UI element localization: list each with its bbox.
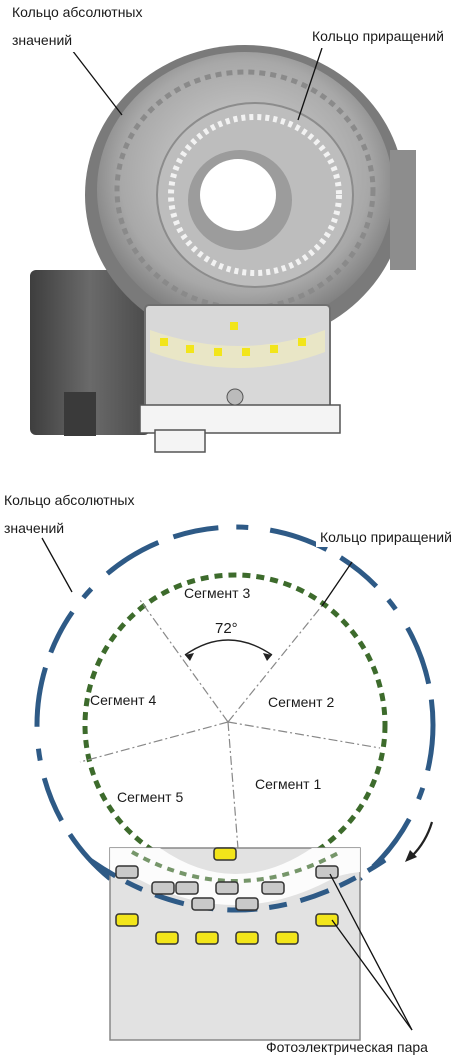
angle-arrow-right bbox=[263, 653, 272, 661]
segment-1-label: Сегмент 1 bbox=[255, 776, 321, 792]
angle-arrow-left bbox=[185, 653, 194, 661]
photo-label-absolute-ring-line2: значений bbox=[12, 32, 72, 48]
bottom-housing bbox=[139, 404, 341, 434]
led-yellow-top bbox=[213, 847, 237, 861]
schematic-leader-absolute bbox=[41, 537, 73, 593]
segment-5-label: Сегмент 5 bbox=[117, 789, 183, 805]
rotation-arrow-head bbox=[405, 850, 417, 862]
segment-3-label: Сегмент 3 bbox=[184, 585, 250, 601]
photo-led-4 bbox=[242, 348, 250, 356]
absolute-ring-code-track bbox=[114, 69, 376, 311]
photo-label-increment-ring: Кольцо приращений bbox=[312, 28, 444, 44]
angle-label: 72° bbox=[215, 620, 238, 637]
segment-4-label: Сегмент 4 bbox=[90, 692, 156, 708]
connector-block bbox=[30, 270, 150, 435]
photo-leader-increment bbox=[297, 47, 323, 121]
mounting-screw bbox=[226, 388, 244, 406]
led-yellow-5 bbox=[235, 931, 259, 945]
pin-header bbox=[154, 429, 206, 453]
photo-led-7 bbox=[230, 322, 238, 330]
led-yellow-2 bbox=[315, 913, 339, 927]
schematic-leader-photo-1 bbox=[329, 873, 413, 1031]
sensor-schematic: Кольцо абсолютных значений Кольцо приращ… bbox=[4, 492, 474, 1055]
photo-led-3 bbox=[214, 348, 222, 356]
photo-leader-absolute bbox=[71, 49, 123, 116]
sensor-grey-1 bbox=[115, 865, 139, 879]
angle-arc bbox=[184, 639, 273, 656]
segment-2-label: Сегмент 2 bbox=[268, 694, 334, 710]
increment-ring bbox=[82, 572, 388, 878]
schematic-label-photo-pair: Фотоэлектрическая пара bbox=[266, 1039, 428, 1055]
photo-led-5 bbox=[270, 345, 278, 353]
increment-ring-over-housing bbox=[131, 850, 341, 883]
segment-boundaries bbox=[79, 599, 381, 875]
hub-hole bbox=[200, 159, 276, 231]
sensor-grey-2 bbox=[315, 865, 339, 879]
optical-housing bbox=[109, 847, 361, 1041]
led-yellow-1 bbox=[115, 913, 139, 927]
photo-led-6 bbox=[298, 338, 306, 346]
sensor-grey-4 bbox=[175, 881, 199, 895]
sensor-grey-3 bbox=[151, 881, 175, 895]
schematic-label-increment-ring: Кольцо приращений bbox=[320, 529, 452, 545]
increment-ring-code-track bbox=[168, 114, 342, 276]
sensor-grey-8 bbox=[235, 897, 259, 911]
rotation-arrow bbox=[411, 821, 434, 857]
schematic-leader-increment bbox=[321, 561, 353, 607]
connector-plug bbox=[64, 392, 96, 436]
schematic-label-absolute-ring-line1: Кольцо абсолютных bbox=[4, 492, 134, 508]
sensor-grey-5 bbox=[215, 881, 239, 895]
led-yellow-3 bbox=[155, 931, 179, 945]
photo-led-1 bbox=[160, 338, 168, 346]
schematic-leader-photo-2 bbox=[331, 919, 413, 1031]
carriage-arc bbox=[150, 330, 325, 368]
photo-label-absolute-ring-line1: Кольцо абсолютных bbox=[12, 4, 142, 20]
sensor-grey-7 bbox=[191, 897, 215, 911]
photo-led-2 bbox=[186, 345, 194, 353]
schematic-label-absolute-ring-line2: значений bbox=[4, 520, 64, 536]
sensor-grey-6 bbox=[261, 881, 285, 895]
led-yellow-4 bbox=[195, 931, 219, 945]
sensor-photo: Кольцо абсолютных значений Кольцо приращ… bbox=[8, 2, 472, 453]
right-bracket bbox=[390, 150, 416, 270]
led-yellow-6 bbox=[275, 931, 299, 945]
